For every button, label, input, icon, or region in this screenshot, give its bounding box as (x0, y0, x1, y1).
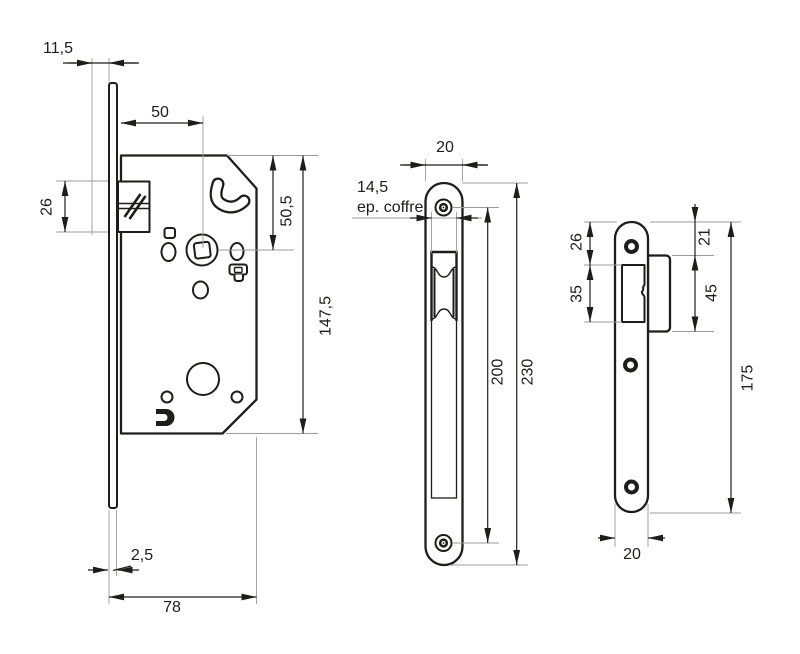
dim-label-case-depth: 78 (163, 599, 181, 616)
dim-label-case-thickness: 14,5 (357, 179, 388, 196)
hook-cutout (156, 409, 175, 426)
dim-label-case-thickness-text: ep. coffre (357, 199, 424, 216)
dim-label-backset: 50 (151, 104, 169, 121)
latch-curve-bottom (431, 308, 457, 320)
square-hole (163, 227, 176, 239)
dim-label-latch-height: 26 (39, 198, 56, 216)
dim-label-faceplate-thickness: 2,5 (131, 547, 153, 564)
strike-opening (621, 264, 646, 323)
screw-bottom (434, 534, 453, 552)
dim-label-case-height: 147,5 (318, 296, 335, 336)
latch-hatch (123, 193, 142, 218)
latch-curve-top (431, 266, 457, 278)
screw-hole (230, 390, 244, 404)
dim-label-lip-height: 45 (704, 284, 721, 302)
screw-top (434, 198, 453, 217)
kidney-slot (211, 179, 249, 212)
dim-label-opening-height: 35 (569, 285, 586, 303)
view-strike-plate: 26 35 21 45 175 20 (569, 204, 757, 563)
clip-hole-inner (233, 266, 243, 274)
screw-dot (442, 542, 445, 544)
view-lock-case: 11,5 50 26 50,5 147,5 2,5 78 (39, 40, 335, 616)
screw-hole (623, 357, 638, 373)
faceplate-edge (108, 82, 118, 509)
dim-label-top-to-opening: 26 (569, 233, 586, 251)
strike-lip (646, 254, 672, 333)
screw-hole (624, 239, 639, 254)
view-faceplate: 20 14,5 ep. coffre 200 230 (352, 139, 537, 567)
screw-hole (624, 479, 639, 495)
dim-label-screw-centers: 200 (490, 359, 507, 386)
spindle-square-hole (192, 240, 212, 260)
dim-label-length: 175 (740, 365, 757, 392)
dim-label-width: 20 (623, 546, 641, 563)
oval-hole (192, 280, 209, 300)
cylinder-hole (186, 362, 220, 396)
dim-label-width: 20 (436, 139, 454, 156)
oval-hole (160, 242, 177, 262)
dim-leader (112, 565, 132, 572)
clip-hole (228, 263, 248, 282)
latch-opening (430, 250, 458, 321)
clip-hole-tab (233, 274, 244, 282)
dim-label-length: 230 (520, 359, 537, 386)
dim-label-axis-from-top: 50,5 (279, 195, 296, 226)
latch-bolt (117, 180, 151, 233)
oval-hole (229, 242, 245, 261)
screw-dot (442, 206, 445, 209)
latch-hatch (128, 195, 147, 220)
dim-label-top-to-lip: 21 (697, 228, 714, 246)
screw-hole (160, 390, 174, 404)
dim-label-front-offset: 11,5 (43, 40, 73, 57)
